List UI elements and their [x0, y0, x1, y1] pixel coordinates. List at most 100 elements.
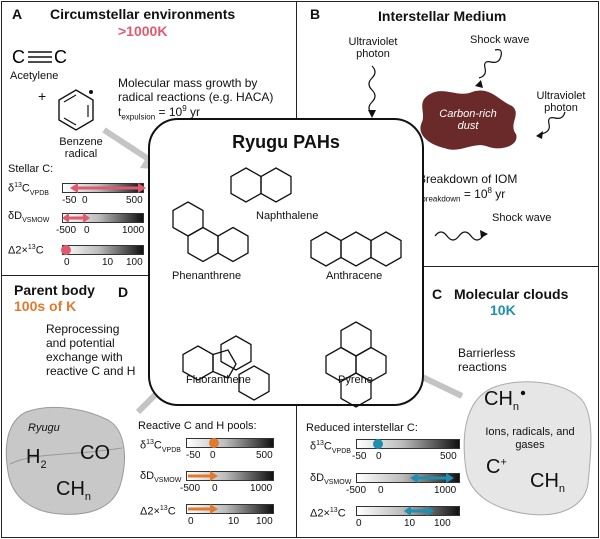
- panel-c-title: Molecular clouds: [454, 286, 569, 302]
- panel-c-letter: C: [432, 286, 443, 302]
- panel-d-temp: 100s of K: [14, 298, 77, 314]
- a-dd-tick-2: 0: [84, 225, 90, 236]
- reactive-pools-label: Reactive C and H pools:: [138, 420, 257, 432]
- acetylene-label: Acetylene: [10, 70, 59, 82]
- d-dd-arrow: [188, 471, 218, 481]
- ch-radical-label: CHn: [484, 388, 520, 413]
- c-plus-label: C+: [486, 456, 507, 478]
- a-d2x13c-tick-1: 0: [64, 257, 70, 268]
- a-d2x13c-tick-3: 100: [126, 257, 143, 268]
- chn-label: CHn: [56, 478, 92, 503]
- fluoranthene-label: Fluoranthene: [186, 374, 251, 386]
- photon-squiggles: [368, 49, 566, 241]
- benzene-label: Benzene radical: [59, 136, 103, 160]
- panel-d-letter: D: [118, 284, 129, 300]
- d-dd-bar: [186, 471, 274, 481]
- d-d2x13c-arrow: [188, 504, 218, 514]
- pah-structures: [172, 167, 402, 408]
- stellar-c-label: Stellar C:: [8, 163, 54, 175]
- c-dd-range-arrow: [410, 473, 454, 483]
- panel-b-title: Interstellar Medium: [378, 8, 507, 24]
- reprocessing-text: Reprocessing and potential exchange with…: [46, 322, 136, 378]
- panel-a-letter: A: [12, 6, 23, 22]
- c-d2x13c-range-arrow: [404, 506, 434, 516]
- pyrene-label: Pyrene: [338, 374, 373, 386]
- panel-c-temp: 10K: [490, 302, 516, 318]
- d-d2x13c-label: Δ2×13C: [140, 505, 176, 518]
- a-dd-tick-1: -500: [56, 225, 77, 236]
- d-d13c-bar: [186, 438, 274, 448]
- barrierless-text: Barrierless reactions: [458, 346, 516, 374]
- a-dd-range-arrow: [62, 213, 90, 223]
- panel-a-temp: >1000K: [118, 23, 168, 39]
- a-d2x13c-marker: [61, 245, 71, 255]
- molecular-cloud-blob: [463, 381, 592, 516]
- panel-d-title: Parent body: [14, 282, 95, 298]
- benzene-radical-structure: [58, 89, 94, 131]
- d-d13c-tick-3: 500: [256, 450, 273, 461]
- a-d13c-tick-3: 500: [126, 195, 143, 206]
- uv-photon-1: Ultraviolet photon: [348, 36, 398, 60]
- uv-photon-2: Ultraviolet photon: [536, 90, 586, 114]
- panel-a-title: Circumstellar environments: [50, 6, 236, 22]
- carbon-dust-label: Carbon-rich dust: [439, 108, 497, 132]
- d-dd-tick-3: 1000: [250, 483, 273, 494]
- c-dd-tick-2: 0: [378, 485, 384, 496]
- d-d13c-tick-2: 0: [210, 450, 216, 461]
- d-d13c-label: δ13CVPDB: [140, 439, 181, 454]
- c-d13c-bar: [356, 439, 460, 449]
- co-label: CO: [80, 442, 110, 464]
- ryugu-label: Ryugu: [28, 422, 60, 434]
- c-d13c-marker: [373, 439, 383, 449]
- reduced-c-label: Reduced interstellar C:: [306, 422, 418, 434]
- chn-cloud-label: CHn: [530, 470, 566, 495]
- c-dd-tick-1: -500: [346, 485, 367, 496]
- d-d13c-marker: [209, 438, 219, 448]
- radical-dot: [520, 390, 526, 396]
- c-d2x13c-tick-2: 10: [404, 518, 416, 529]
- panel-b-letter: B: [310, 6, 321, 22]
- carbon-dust-blob: [420, 90, 517, 150]
- c-d13c-tick-3: 500: [440, 451, 457, 462]
- c-dd-tick-3: 1000: [434, 485, 457, 496]
- shock-wave-2: Shock wave: [492, 212, 552, 224]
- expulsion-time: texpulsion = 109 yr: [118, 104, 200, 122]
- d-d2x13c-bar: [186, 504, 274, 514]
- d-dd-tick-1: -500: [180, 483, 201, 494]
- ryugu-asteroid: [5, 406, 125, 515]
- a-d13c-tick-1: -50: [62, 195, 77, 206]
- a-d13c-range-arrow: [70, 183, 146, 193]
- ions-text: Ions, radicals, and gases: [485, 426, 575, 451]
- a-d2x13c-tick-2: 10: [102, 257, 114, 268]
- c-d2x13c-tick-3: 100: [434, 518, 451, 529]
- a-d13c-label: δ13CVPDB: [8, 182, 49, 197]
- svg-text:C: C: [12, 47, 25, 67]
- c-d13c-tick-1: -50: [352, 451, 367, 462]
- c-d13c-tick-2: 0: [376, 451, 382, 462]
- d-d2x13c-tick-2: 10: [228, 516, 240, 527]
- d-dd-label: δDVSMOW: [140, 470, 182, 485]
- d-dd-tick-2: 0: [212, 483, 218, 494]
- c-d2x13c-label: Δ2×13C: [310, 507, 346, 520]
- naphthalene-label: Naphthalene: [256, 210, 319, 222]
- a-dd-tick-3: 1000: [122, 225, 145, 236]
- c-d13c-label: δ13CVPDB: [310, 440, 351, 455]
- d-d13c-tick-1: -50: [186, 450, 201, 461]
- c-dd-bar: [356, 473, 460, 483]
- d-d2x13c-tick-3: 100: [256, 516, 273, 527]
- shock-wave-1: Shock wave: [470, 34, 530, 46]
- svg-text:C: C: [54, 47, 67, 67]
- center-title: Ryugu PAHs: [232, 132, 340, 152]
- growth-text: Molecular mass growth by radical reactio…: [118, 76, 274, 104]
- acetylene-structure: C C: [12, 47, 67, 67]
- d-d2x13c-tick-1: 0: [188, 516, 194, 527]
- phenanthrene-label: Phenanthrene: [172, 270, 242, 282]
- c-d2x13c-tick-1: 0: [356, 518, 362, 529]
- anthracene-label: Anthracene: [326, 270, 383, 282]
- plus-sign: +: [38, 88, 47, 104]
- h2-label: H2: [26, 446, 47, 471]
- a-dd-label: δDVSMOW: [8, 210, 50, 225]
- c-dd-label: δDVSMOW: [310, 472, 352, 487]
- a-d13c-tick-2: 0: [82, 195, 88, 206]
- breakdown-text: Breakdown of IOM: [418, 172, 518, 186]
